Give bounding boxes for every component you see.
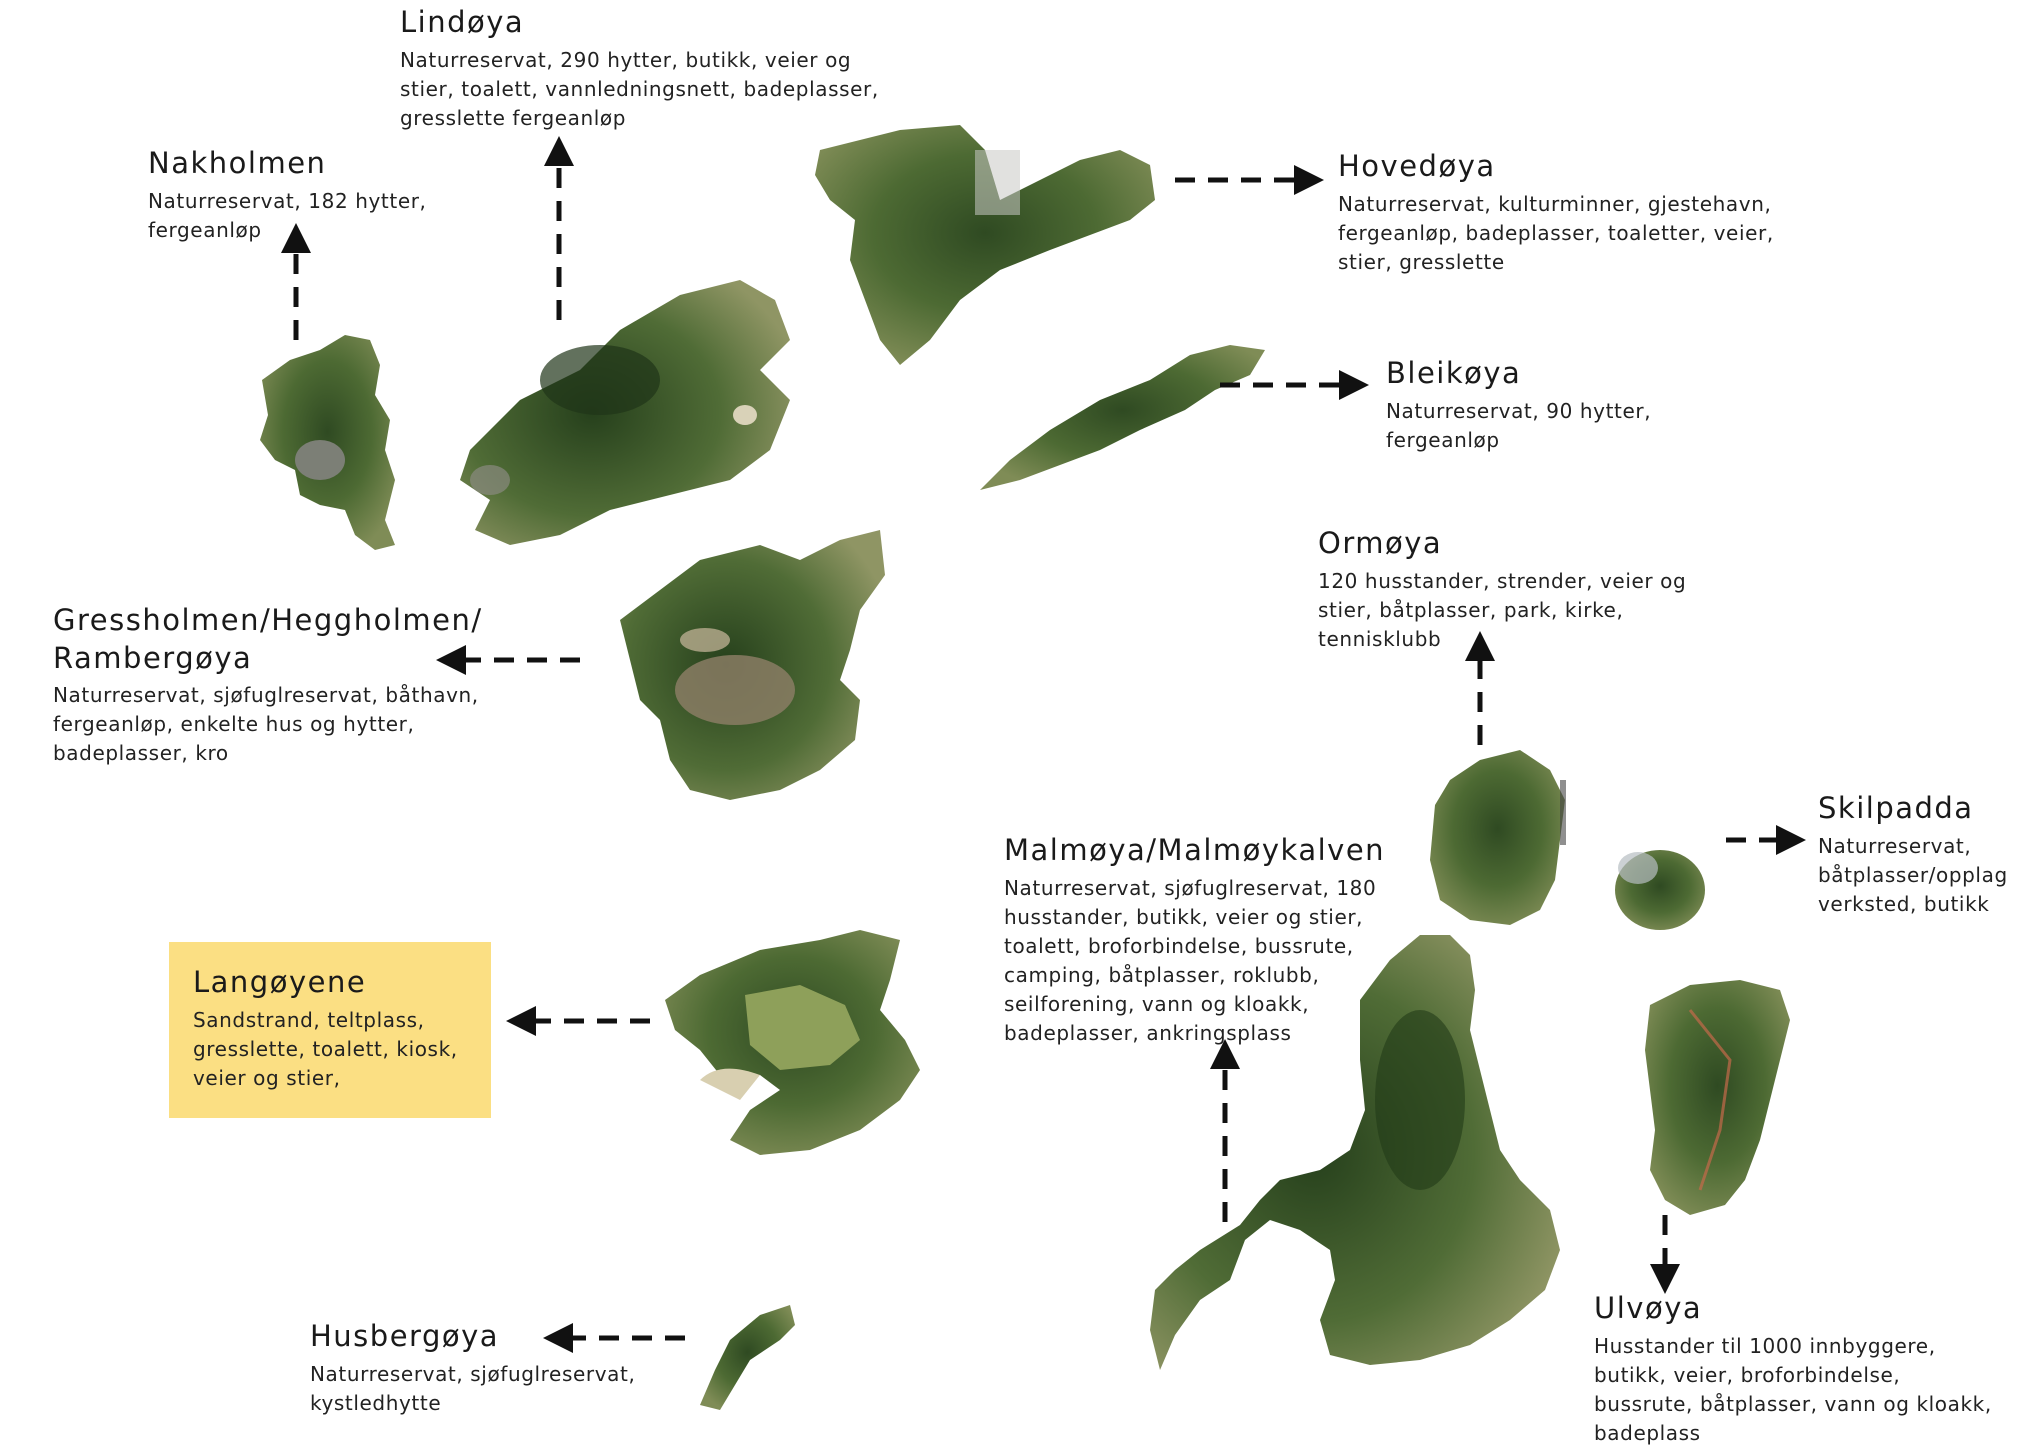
- island-langoyene-shape: [665, 930, 920, 1155]
- island-name: Bleikøya: [1386, 356, 1522, 390]
- island-gressholmen-shape: [620, 530, 885, 800]
- island-name: Husbergøya: [310, 1319, 500, 1353]
- island-name: Skilpadda: [1818, 791, 1974, 825]
- island-name: Nakholmen: [148, 146, 327, 180]
- island-desc: Naturreservat, 182 hytter, fergeanløp: [148, 188, 427, 242]
- island-desc: 120 husstander, strender, veier og stier…: [1318, 568, 1687, 651]
- island-lindoya-shape: [460, 280, 790, 545]
- island-desc: Naturreservat, sjøfuglreservat, båthavn,…: [53, 683, 479, 766]
- label-malmoya: Malmøya/Malmøykalven Naturreservat, sjøf…: [1004, 832, 1414, 1048]
- arrows: [281, 136, 1806, 1353]
- label-husbergoya: Husbergøya Naturreservat, sjøfuglreserva…: [310, 1318, 670, 1418]
- island-name: Ormøya: [1318, 526, 1443, 560]
- island-desc: Sandstrand, teltplass, gresslette, toale…: [193, 1007, 458, 1090]
- label-ormoya: Ormøya 120 husstander, strender, veier o…: [1318, 525, 1718, 654]
- label-ulvoya: Ulvøya Husstander til 1000 innbyggere, b…: [1594, 1290, 1994, 1448]
- island-name: Malmøya/Malmøykalven: [1004, 833, 1386, 867]
- island-hovedoya-shape: [815, 125, 1155, 365]
- label-hovedoya: Hovedøya Naturreservat, kulturminner, gj…: [1338, 148, 1808, 277]
- island-nakholmen-shape: [260, 335, 395, 550]
- island-name: Lindøya: [400, 5, 525, 39]
- label-gressholmen: Gressholmen/Heggholmen/ Rambergøya Natur…: [53, 602, 483, 768]
- island-desc: Naturreservat, sjøfuglreservat, 180 huss…: [1004, 875, 1377, 1045]
- island-desc: Naturreservat, båtplasser/opplag verkste…: [1818, 833, 2008, 916]
- island-name: Langøyene: [193, 965, 367, 999]
- label-nakholmen: Nakholmen Naturreservat, 182 hytter, fer…: [148, 145, 458, 245]
- island-desc: Naturreservat, sjøfuglreservat, kystledh…: [310, 1361, 636, 1415]
- label-langoyene: Langøyene Sandstrand, teltplass, gressle…: [169, 942, 491, 1118]
- island-name: Gressholmen/Heggholmen/ Rambergøya: [53, 603, 483, 675]
- island-bleikoya-shape: [980, 345, 1265, 490]
- island-name: Ulvøya: [1594, 1291, 1703, 1325]
- island-husbergoya-shape: [700, 1305, 795, 1410]
- island-desc: Naturreservat, 290 hytter, butikk, veier…: [400, 47, 879, 130]
- label-lindoya: Lindøya Naturreservat, 290 hytter, butik…: [400, 4, 900, 133]
- island-desc: Naturreservat, 90 hytter, fergeanløp: [1386, 398, 1652, 452]
- label-skilpadda: Skilpadda Naturreservat, båtplasser/oppl…: [1818, 790, 2018, 919]
- island-desc: Naturreservat, kulturminner, gjestehavn,…: [1338, 191, 1774, 274]
- island-ulvoya-shape: [1645, 980, 1790, 1215]
- island-ormoya-shape: [1430, 750, 1566, 925]
- island-skilpadda-shape: [1615, 850, 1705, 930]
- island-malmoya-shape: [1150, 935, 1560, 1370]
- island-desc: Husstander til 1000 innbyggere, butikk, …: [1594, 1333, 1992, 1445]
- island-name: Hovedøya: [1338, 149, 1496, 183]
- label-bleikoya: Bleikøya Naturreservat, 90 hytter, ferge…: [1386, 355, 1726, 455]
